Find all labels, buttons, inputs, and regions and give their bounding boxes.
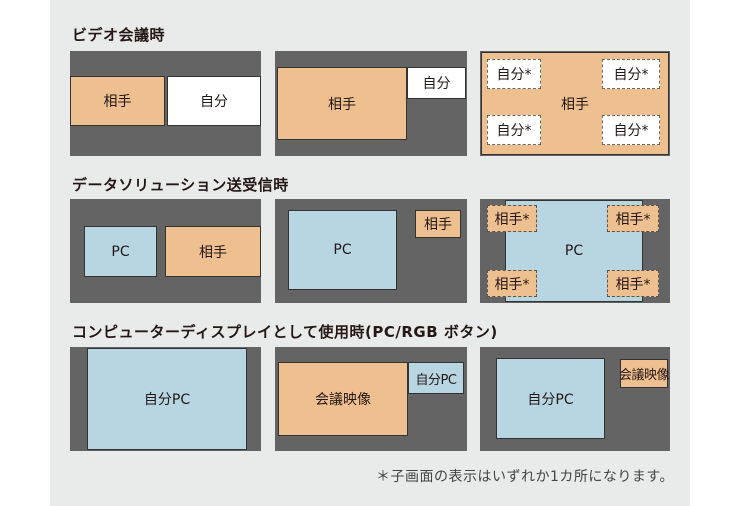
- display-layout-pip: 会議映像 自分PC: [275, 347, 467, 451]
- data-layout-side-by-side: PC 相手: [70, 199, 261, 303]
- self-subwindow-bottom-right: 自分*: [602, 115, 660, 145]
- meeting-video-window: 会議映像: [278, 362, 408, 436]
- self-subwindow-top-right: 自分*: [602, 59, 660, 89]
- video-layout-pip: 相手 自分: [275, 51, 467, 156]
- self-subwindow: 自分: [407, 67, 466, 99]
- heading-data-solution: データソリューション送受信時: [72, 176, 289, 194]
- video-layout-fullscreen: 相手 自分* 自分* 自分* 自分*: [480, 51, 670, 156]
- partner-subwindow: 相手: [415, 210, 461, 238]
- self-pc-subwindow: 自分PC: [408, 362, 464, 394]
- display-layout-fullscreen: 自分PC: [70, 347, 261, 451]
- video-layout-side-by-side: 相手 自分: [70, 51, 261, 156]
- partner-subwindow-top-left: 相手*: [487, 205, 537, 232]
- heading-computer-display: コンピューターディスプレイとして使用時(PC/RGB ボタン): [72, 323, 498, 341]
- partner-window: 相手: [70, 76, 165, 126]
- partner-window: 相手: [165, 226, 261, 277]
- partner-window: 相手: [277, 67, 407, 140]
- self-window: 自分: [167, 76, 261, 126]
- partner-subwindow-bottom-right: 相手*: [607, 270, 659, 297]
- self-pc-window: 自分PC: [87, 348, 247, 450]
- self-subwindow-top-left: 自分*: [487, 59, 541, 89]
- partner-subwindow-bottom-left: 相手*: [487, 270, 537, 297]
- self-pc-window: 自分PC: [496, 358, 605, 439]
- data-layout-fullscreen: PC 相手* 相手* 相手* 相手*: [480, 199, 670, 303]
- heading-video-conference: ビデオ会議時: [72, 26, 166, 44]
- partner-subwindow-top-right: 相手*: [607, 205, 659, 232]
- self-subwindow-bottom-left: 自分*: [487, 115, 541, 145]
- pc-window: PC: [288, 210, 397, 290]
- pc-window: PC: [84, 226, 157, 277]
- meeting-video-subwindow: 会議映像: [619, 359, 670, 388]
- footnote: ＊子画面の表示はいずれか1カ所になります。: [375, 469, 674, 485]
- display-layout-pc-main: 自分PC 会議映像: [480, 347, 670, 451]
- data-layout-pip: PC 相手: [275, 199, 467, 303]
